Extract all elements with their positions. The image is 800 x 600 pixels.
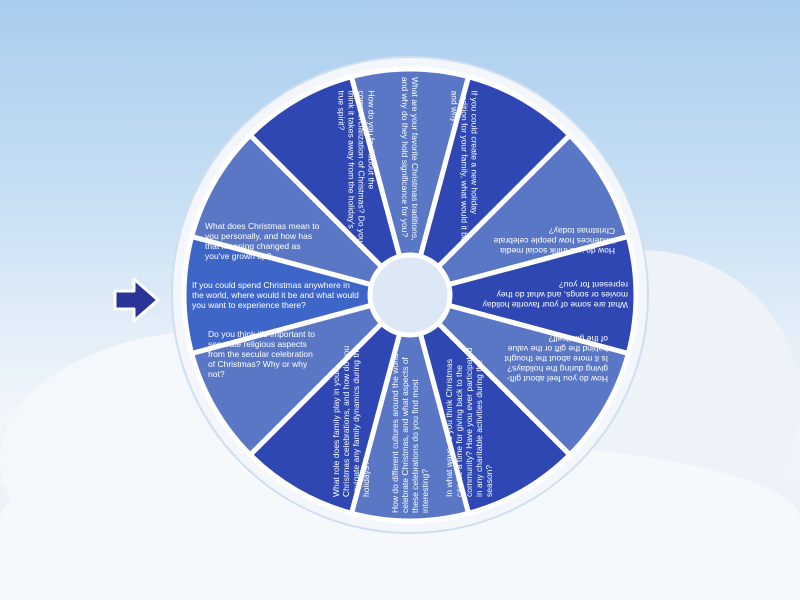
segment-text: In what ways do you think Christmas can … — [444, 347, 494, 497]
wheel-segment-label: How do you think social media influences… — [493, 216, 615, 266]
wheel-segment[interactable] — [189, 132, 413, 298]
segment-text: If you could spend Christmas anywhere in… — [192, 280, 359, 310]
wheel-segment[interactable] — [181, 234, 413, 356]
segment-text: If you could create a new holiday tradit… — [449, 90, 479, 242]
arrow-right-icon — [113, 277, 160, 323]
wheel-segment[interactable] — [407, 292, 573, 516]
wheel-segment[interactable] — [349, 66, 471, 298]
segment-text: What role does family play in your Chris… — [331, 345, 371, 497]
wheel-segment-label: How do different cultures around the wor… — [385, 345, 435, 513]
wheel-segment-label: How do you feel about the commercializat… — [331, 90, 381, 245]
wheel-segment[interactable] — [349, 292, 471, 524]
segment-text: How do you think social media influences… — [493, 226, 615, 256]
wheel-segment[interactable] — [407, 74, 573, 298]
wheel-segment-label: What are some of your favorite holiday m… — [460, 270, 628, 320]
wheel-segment-label: Do you think it's important to separate … — [208, 324, 317, 384]
segment-text: What are some of your favorite holiday m… — [482, 280, 628, 310]
wheel-hub[interactable] — [367, 252, 453, 338]
wheel-segment-label: What are your favorite Christmas traditi… — [385, 77, 435, 245]
segment-text: What are your favorite Christmas traditi… — [400, 77, 420, 241]
wheel-segment[interactable] — [407, 132, 631, 298]
wheel-segment[interactable] — [189, 292, 413, 458]
segment-text: How do you feel about gift-giving during… — [504, 334, 608, 384]
wheel-segment[interactable] — [407, 292, 631, 458]
wheel-segment-label: What role does family play in your Chris… — [321, 345, 381, 497]
wheel-segment[interactable] — [407, 234, 639, 356]
segment-text: How do different cultures around the wor… — [390, 353, 430, 513]
wheel-segment[interactable] — [247, 292, 413, 516]
wheel-segment-label: If you could spend Christmas anywhere in… — [192, 270, 360, 320]
wheel-segment[interactable] — [247, 74, 413, 298]
wheel-segment-label: What does Christmas mean to you personal… — [205, 216, 327, 266]
wheel-segment-label: In what ways do you think Christmas can … — [439, 345, 499, 497]
segment-text: How do you feel about the commercializat… — [336, 90, 376, 243]
wheel-segment-label: How do you feel about gift-giving during… — [503, 324, 608, 394]
segment-text: Do you think it's important to separate … — [208, 329, 315, 379]
wheel-segment-label: If you could create a new holiday tradit… — [439, 90, 489, 245]
segment-text: What does Christmas mean to you personal… — [205, 221, 320, 261]
